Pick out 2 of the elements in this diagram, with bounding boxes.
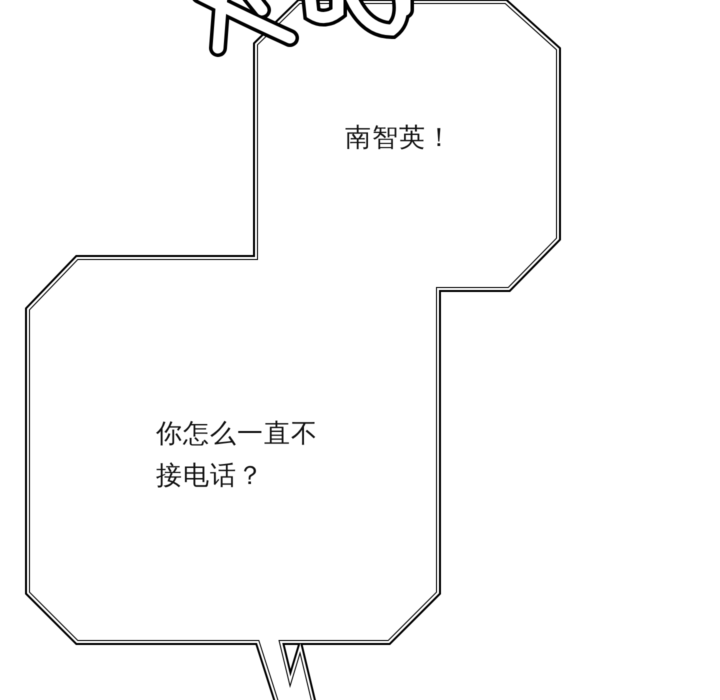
bubble-text: 南智英！	[345, 122, 454, 155]
bubble-text: 你怎么一直不接电话？	[156, 418, 319, 493]
